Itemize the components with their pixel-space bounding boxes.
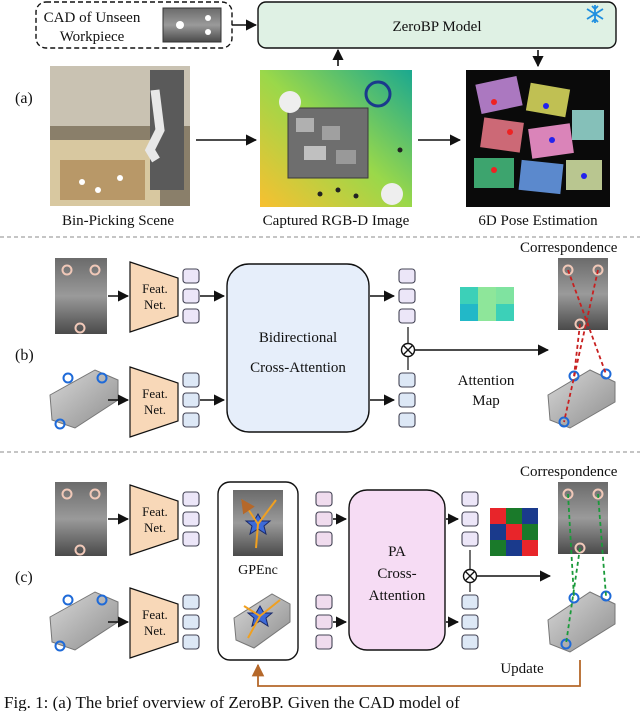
b-real-part-image [55,258,107,334]
update-feedback-arrow [251,660,581,687]
map-cell [522,540,538,556]
map-cell [522,508,538,524]
c-feat-bot-line2: Net. [144,623,166,638]
c-gpenc-module: GPEnc [217,481,299,661]
map-cell [506,508,522,524]
map-cell [490,540,506,556]
cad-box-line2: Workpiece [60,29,125,45]
caption-fragment: Fig. 1: (a) The brief overview of ZeroBP… [4,693,460,711]
pa-line3: Attention [369,588,426,604]
c-feat-net-top: Feat. Net. [129,484,179,556]
zerobp-model-box: ZeroBP Model [257,1,617,49]
panel-a-label: (a) [15,90,33,107]
rgbd-image [260,70,412,207]
snowflake-icon [586,5,604,23]
map-cell [496,287,514,304]
map-cell [506,524,522,540]
c-otimes-symbol [462,568,478,584]
b-feat-net-top: Feat. Net. [129,261,179,333]
caption-pose: 6D Pose Estimation [478,213,598,229]
b-cad-part-image [49,369,119,430]
b-attn-line1: Bidirectional [259,330,337,346]
panel-b-label: (b) [15,347,34,364]
c-correspondence-result [547,482,616,653]
c-real-part-image [55,482,107,556]
cad-box-line1: CAD of Unseen [44,10,141,26]
b-otimes-symbol [400,342,416,358]
b-feat-net-bottom: Feat. Net. [129,366,179,438]
map-cell [496,304,514,321]
c-feat-net-bottom: Feat. Net. [129,587,179,659]
c-feature-tokens-mid-top [315,491,333,547]
cad-input-box: CAD of Unseen Workpiece [35,1,233,49]
c-feat-top-line2: Net. [144,520,166,535]
map-cell [490,508,506,524]
b-correspondence-result [547,258,616,429]
c-feat-top-line1: Feat. [142,504,168,519]
b-attention-map [460,287,514,321]
pa-line1: PA [388,544,406,560]
b-feature-tokens-right-bot [398,372,416,428]
map-cell [460,304,478,321]
b-map-line1: Attention [458,373,515,389]
c-pa-cross-attention: PA Cross- Attention [348,489,446,651]
b-feature-tokens-right-top [398,268,416,324]
c-feature-tokens-left-bot [182,594,200,650]
c-cad-part-image [49,591,119,652]
c-feat-bot-line1: Feat. [142,607,168,622]
caption-rgbd: Captured RGB-D Image [263,213,410,229]
map-cell [522,524,538,540]
c-feature-tokens-right-bot [461,594,479,650]
caption-scene: Bin-Picking Scene [62,213,174,229]
c-feature-tokens-right-top [461,491,479,547]
b-feature-tokens-left-bot [182,372,200,428]
map-cell [478,304,496,321]
map-cell [506,540,522,556]
cad-thumbnail [162,7,222,43]
b-map-line2: Map [472,393,500,409]
map-cell [490,524,506,540]
pa-line2: Cross- [377,566,416,582]
update-label: Update [500,661,544,677]
b-feat-bot-line1: Feat. [142,386,168,401]
model-label: ZeroBP Model [392,19,481,35]
b-bidirectional-cross-attention: Bidirectional Cross-Attention [226,263,370,433]
b-feat-top-line2: Net. [144,297,166,312]
b-correspondence-title: Correspondence [520,240,618,256]
map-cell [460,287,478,304]
gpenc-label: GPEnc [238,563,278,578]
c-correspondence-title: Correspondence [520,464,618,480]
c-feature-tokens-mid-bot [315,594,333,650]
b-feat-bot-line2: Net. [144,402,166,417]
pose-estimation-image [466,70,610,207]
bin-picking-photo [50,66,190,206]
b-feature-tokens-left-top [182,268,200,324]
b-attn-line2: Cross-Attention [250,360,346,376]
map-cell [478,287,496,304]
panel-c-label: (c) [15,569,33,586]
b-feat-top-line1: Feat. [142,281,168,296]
c-pa-attention-map [490,508,538,556]
c-feature-tokens-left-top [182,491,200,547]
